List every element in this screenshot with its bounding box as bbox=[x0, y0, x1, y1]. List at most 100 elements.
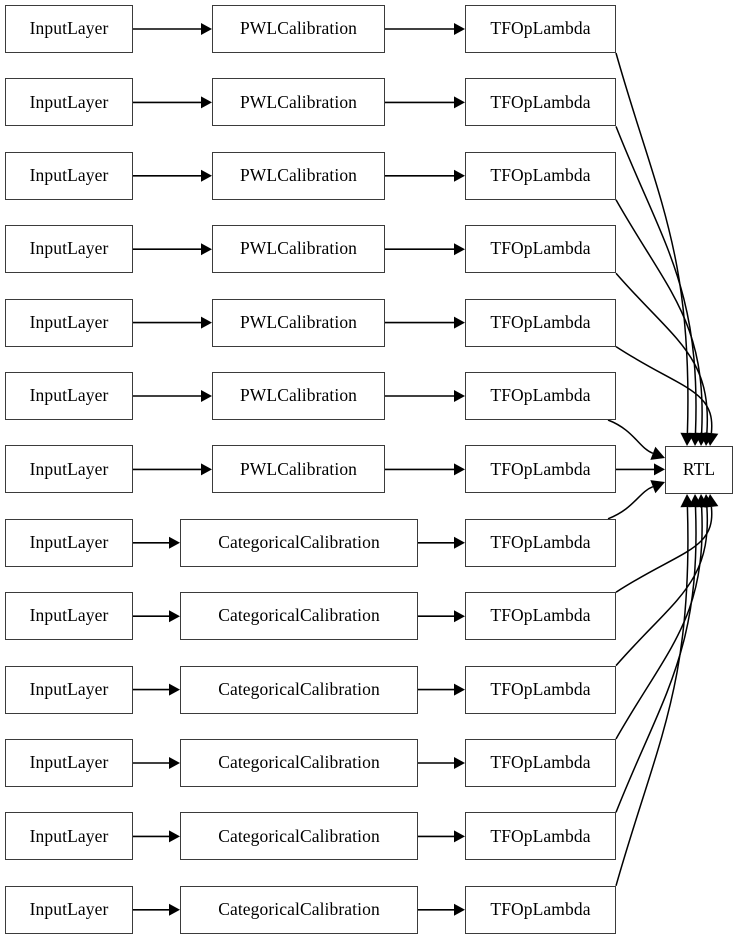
node-tfoplambda-8[interactable]: TFOpLambda bbox=[465, 518, 616, 567]
arrow-head bbox=[169, 683, 180, 696]
node-calibration-12[interactable]: CategoricalCalibration bbox=[180, 812, 418, 861]
arrow-head bbox=[454, 96, 465, 109]
node-label: CategoricalCalibration bbox=[218, 825, 380, 846]
node-label: TFOpLambda bbox=[490, 91, 591, 112]
edge-tfoplambda-to-rtl-12 bbox=[615, 506, 697, 813]
arrow-head bbox=[650, 446, 665, 460]
node-input-layer-7[interactable]: InputLayer bbox=[5, 445, 133, 494]
node-label: TFOpLambda bbox=[490, 532, 591, 553]
node-label: InputLayer bbox=[29, 238, 109, 259]
arrow-head bbox=[704, 494, 719, 508]
node-tfoplambda-1[interactable]: TFOpLambda bbox=[465, 5, 616, 53]
node-input-layer-13[interactable]: InputLayer bbox=[5, 885, 133, 934]
edge-tfoplambda-to-rtl-3 bbox=[615, 199, 703, 434]
node-label: TFOpLambda bbox=[490, 899, 591, 920]
edge-tfoplambda-to-rtl-11 bbox=[615, 506, 703, 740]
node-tfoplambda-11[interactable]: TFOpLambda bbox=[465, 739, 616, 787]
arrow-head bbox=[454, 390, 465, 402]
node-label: TFOpLambda bbox=[490, 752, 591, 773]
node-calibration-8[interactable]: CategoricalCalibration bbox=[180, 518, 418, 567]
node-tfoplambda-10[interactable]: TFOpLambda bbox=[465, 665, 616, 714]
node-input-layer-9[interactable]: InputLayer bbox=[5, 592, 133, 641]
node-label: CategoricalCalibration bbox=[218, 752, 380, 773]
node-label: PWLCalibration bbox=[239, 458, 358, 479]
edge-tfoplambda-to-rtl-1 bbox=[615, 52, 689, 434]
node-label: PWLCalibration bbox=[239, 91, 358, 112]
node-label: PWLCalibration bbox=[239, 385, 358, 406]
node-calibration-5[interactable]: PWLCalibration bbox=[212, 298, 385, 347]
node-input-layer-2[interactable]: InputLayer bbox=[5, 78, 133, 127]
node-tfoplambda-12[interactable]: TFOpLambda bbox=[465, 812, 616, 861]
node-calibration-4[interactable]: PWLCalibration bbox=[212, 225, 385, 274]
arrow-head bbox=[169, 536, 180, 549]
arrow-head bbox=[454, 683, 465, 696]
node-input-layer-3[interactable]: InputLayer bbox=[5, 151, 133, 200]
node-tfoplambda-13[interactable]: TFOpLambda bbox=[465, 885, 616, 934]
node-rtl-output[interactable]: RTL bbox=[665, 446, 733, 494]
node-calibration-13[interactable]: CategoricalCalibration bbox=[180, 885, 418, 934]
node-input-layer-1[interactable]: InputLayer bbox=[5, 5, 133, 53]
node-input-layer-8[interactable]: InputLayer bbox=[5, 518, 133, 567]
node-label: InputLayer bbox=[29, 605, 109, 626]
edge-tfoplambda-to-rtl-9 bbox=[615, 506, 713, 593]
arrow-head bbox=[454, 23, 465, 35]
node-input-layer-10[interactable]: InputLayer bbox=[5, 665, 133, 714]
node-calibration-3[interactable]: PWLCalibration bbox=[212, 151, 385, 200]
node-calibration-9[interactable]: CategoricalCalibration bbox=[180, 592, 418, 641]
node-input-layer-5[interactable]: InputLayer bbox=[5, 298, 133, 347]
node-label: TFOpLambda bbox=[490, 678, 591, 699]
node-label: InputLayer bbox=[29, 165, 109, 186]
arrow-head bbox=[688, 432, 703, 446]
arrow-head bbox=[454, 243, 465, 256]
node-tfoplambda-4[interactable]: TFOpLambda bbox=[465, 225, 616, 274]
node-calibration-11[interactable]: CategoricalCalibration bbox=[180, 739, 418, 787]
node-calibration-6[interactable]: PWLCalibration bbox=[212, 372, 385, 420]
arrow-head bbox=[680, 494, 695, 508]
arrow-head bbox=[201, 243, 212, 256]
node-label: InputLayer bbox=[29, 311, 109, 332]
arrow-head bbox=[454, 903, 465, 916]
node-label: PWLCalibration bbox=[239, 238, 358, 259]
node-label: PWLCalibration bbox=[239, 165, 358, 186]
node-label: InputLayer bbox=[29, 752, 109, 773]
node-tfoplambda-2[interactable]: TFOpLambda bbox=[465, 78, 616, 127]
edge-tfoplambda-to-rtl-4 bbox=[615, 272, 709, 434]
node-calibration-1[interactable]: PWLCalibration bbox=[212, 5, 385, 53]
node-tfoplambda-3[interactable]: TFOpLambda bbox=[465, 151, 616, 200]
node-label: InputLayer bbox=[29, 385, 109, 406]
arrow-head bbox=[201, 96, 212, 109]
node-label: InputLayer bbox=[29, 678, 109, 699]
node-calibration-2[interactable]: PWLCalibration bbox=[212, 78, 385, 127]
node-input-layer-4[interactable]: InputLayer bbox=[5, 225, 133, 274]
node-label: InputLayer bbox=[29, 825, 109, 846]
node-tfoplambda-7[interactable]: TFOpLambda bbox=[465, 445, 616, 494]
node-tfoplambda-9[interactable]: TFOpLambda bbox=[465, 592, 616, 641]
arrow-head bbox=[169, 610, 180, 623]
arrow-head bbox=[454, 536, 465, 549]
arrow-head bbox=[704, 432, 719, 446]
node-tfoplambda-6[interactable]: TFOpLambda bbox=[465, 372, 616, 420]
node-label: RTL bbox=[682, 459, 716, 480]
node-calibration-7[interactable]: PWLCalibration bbox=[212, 445, 385, 494]
arrow-head bbox=[699, 494, 714, 508]
node-label: CategoricalCalibration bbox=[218, 678, 380, 699]
arrow-head bbox=[201, 23, 212, 35]
node-label: InputLayer bbox=[29, 458, 109, 479]
node-label: TFOpLambda bbox=[490, 825, 591, 846]
node-label: InputLayer bbox=[29, 532, 109, 553]
arrow-head bbox=[694, 432, 709, 446]
node-tfoplambda-5[interactable]: TFOpLambda bbox=[465, 298, 616, 347]
node-input-layer-6[interactable]: InputLayer bbox=[5, 372, 133, 420]
arrow-head bbox=[454, 463, 465, 476]
arrow-head bbox=[169, 757, 180, 769]
node-input-layer-12[interactable]: InputLayer bbox=[5, 812, 133, 861]
node-label: TFOpLambda bbox=[490, 165, 591, 186]
edge-tfoplambda-to-rtl-13 bbox=[615, 506, 689, 887]
node-input-layer-11[interactable]: InputLayer bbox=[5, 739, 133, 787]
node-label: CategoricalCalibration bbox=[218, 605, 380, 626]
arrow-head bbox=[201, 316, 212, 329]
arrow-head bbox=[454, 316, 465, 329]
node-calibration-10[interactable]: CategoricalCalibration bbox=[180, 665, 418, 714]
arrow-head bbox=[680, 432, 695, 446]
